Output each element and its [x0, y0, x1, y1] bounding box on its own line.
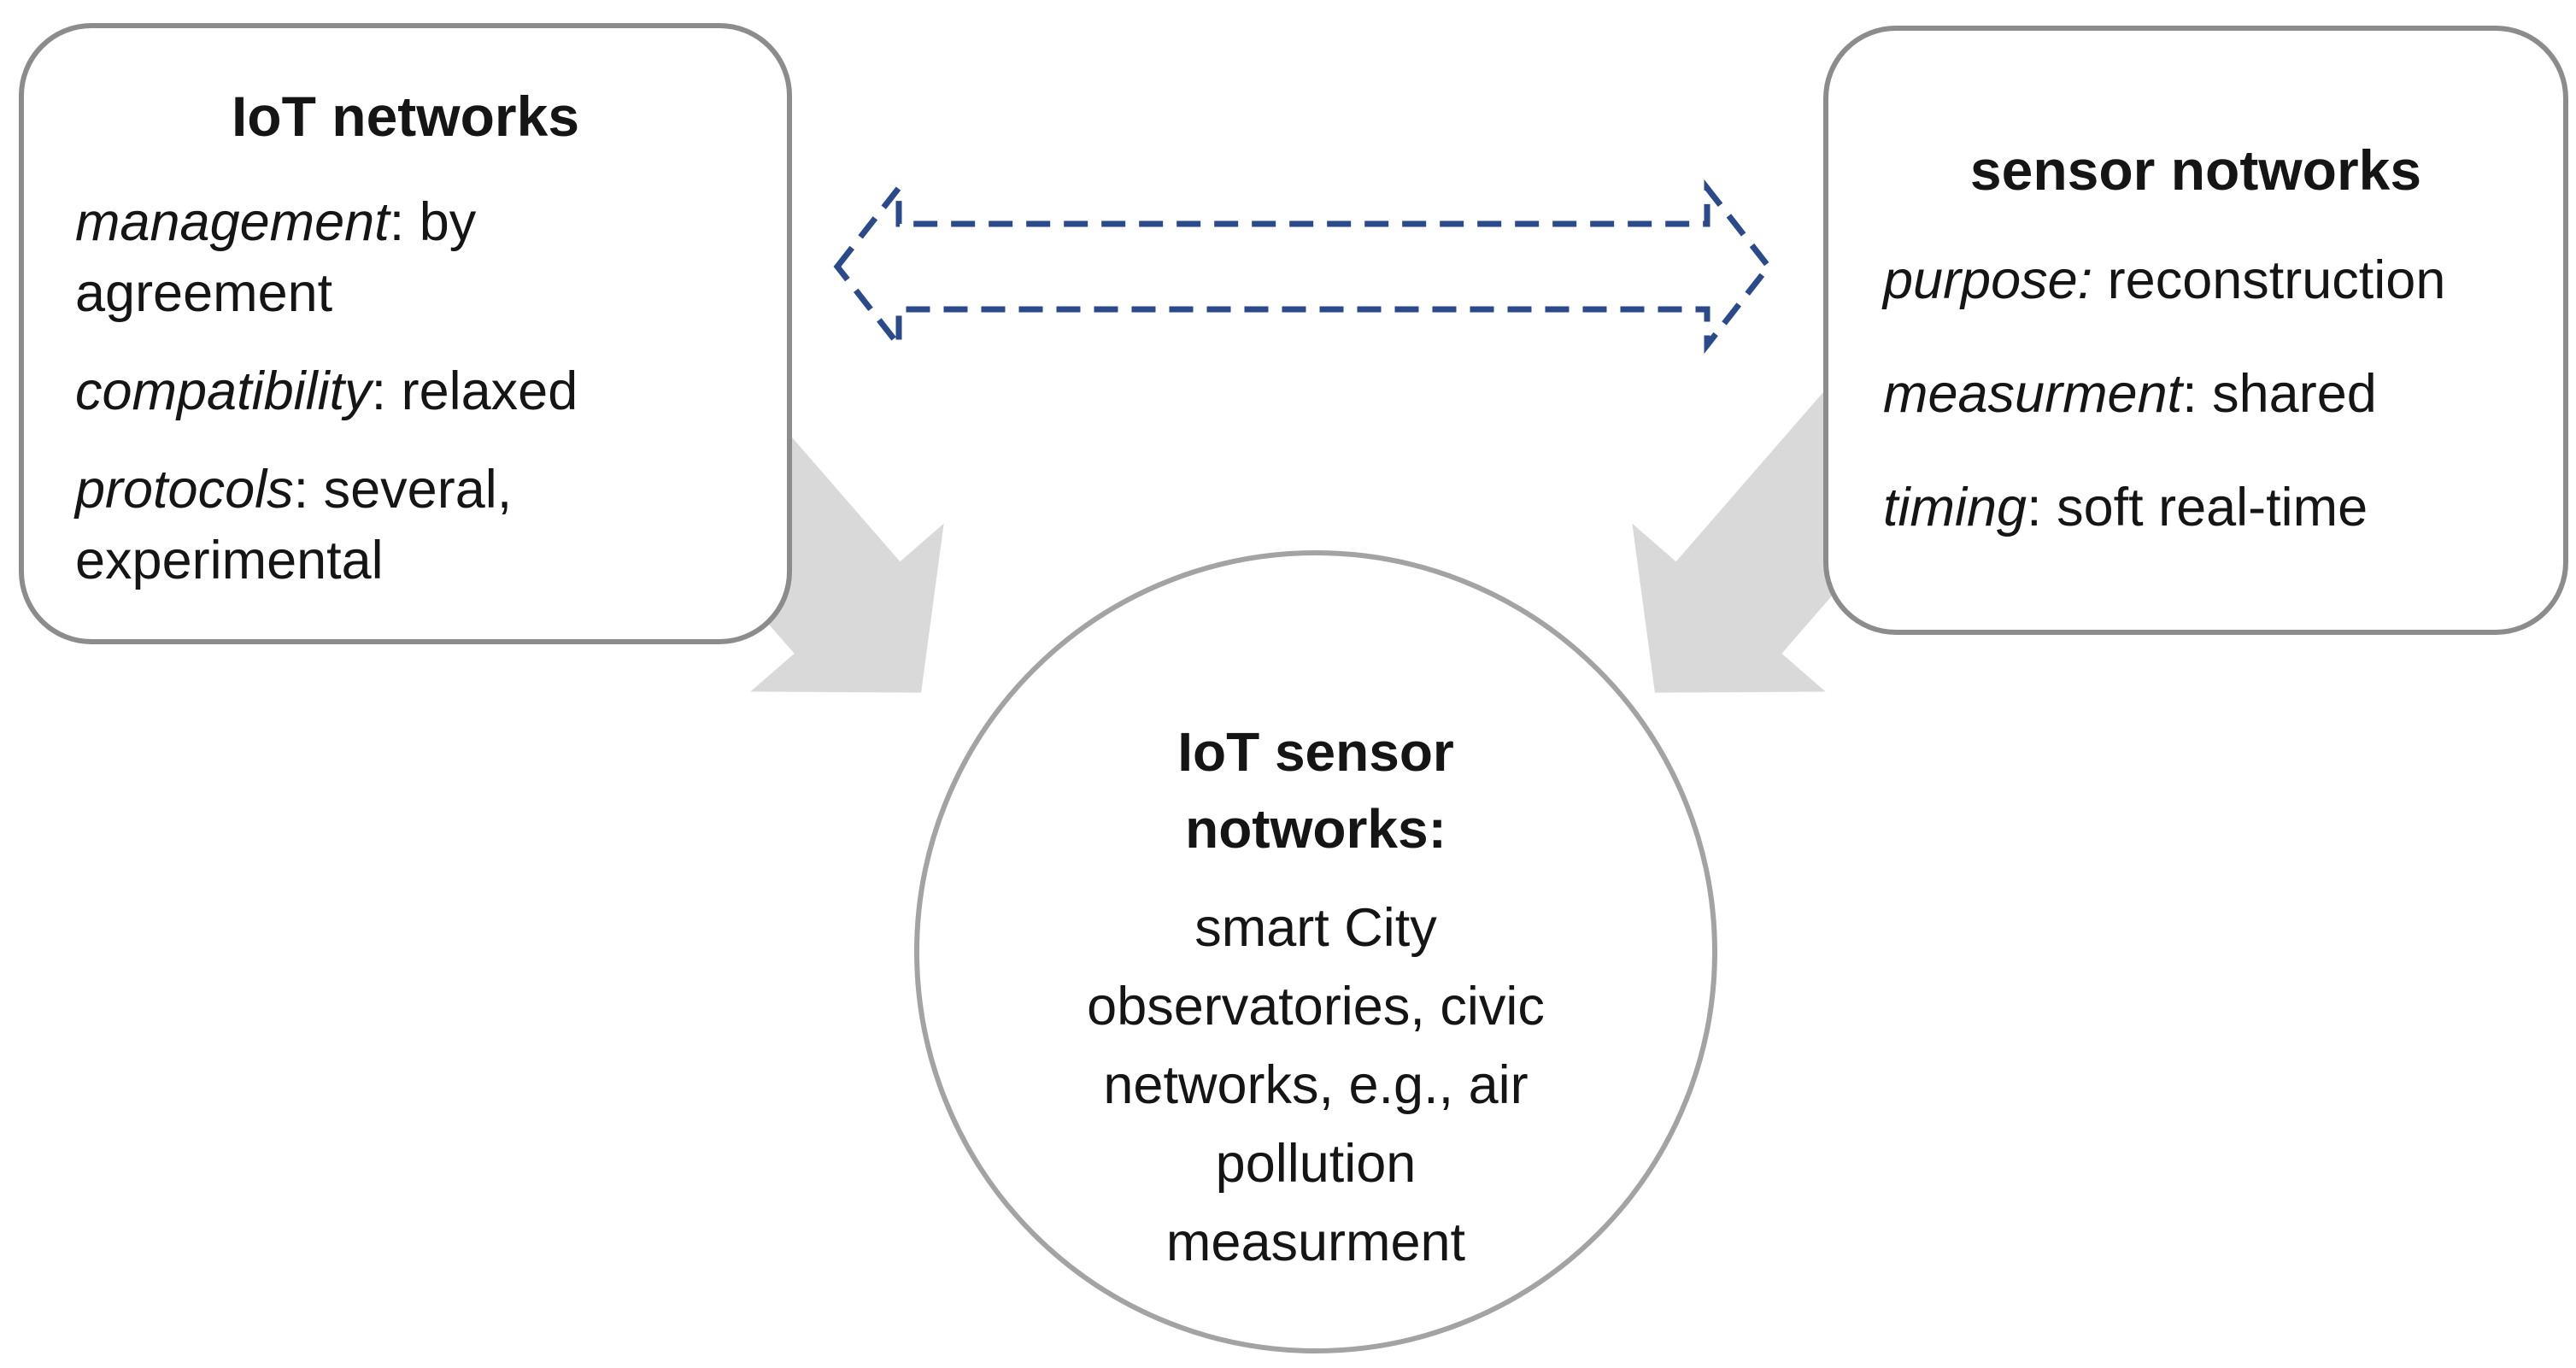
iot-networks-box: IoT networks management: by agreement co… [19, 23, 792, 644]
item-term: purpose: [1883, 250, 2093, 310]
box-item-timing: timing: soft real-time [1883, 473, 2520, 543]
item-text: : soft real-time [2027, 478, 2368, 537]
dashed-double-arrow-icon [833, 179, 1773, 355]
item-text: : by agreement [75, 192, 477, 323]
sensor-networks-box-title: sensor notworks [1969, 138, 2422, 202]
box-item-measurment: measurment: shared [1883, 359, 2520, 430]
iot-networks-box-title: IoT networks [231, 85, 580, 148]
box-item-compatibility: compatibility: relaxed [75, 356, 689, 427]
circle-title: IoT sensor notworks: [1177, 721, 1454, 860]
sensor-networks-box: sensor notworks purpose: reconstruction … [1823, 26, 2568, 635]
item-text: : shared [2182, 364, 2377, 424]
item-term: protocols [75, 460, 294, 520]
box-item-purpose: purpose: reconstruction [1883, 245, 2520, 316]
item-term: management [75, 192, 390, 252]
item-term: measurment [1883, 364, 2183, 424]
item-text: : relaxed [371, 361, 578, 421]
item-term: timing [1883, 478, 2027, 537]
item-text: reconstruction [2092, 250, 2446, 310]
circle-body: smart City observatories, civic networks… [1087, 898, 1545, 1272]
item-text: : several, experimental [75, 460, 513, 590]
iot-sensor-networks-circle: IoT sensor notworks: smart City observat… [914, 550, 1717, 1353]
box-item-management: management: by agreement [75, 187, 689, 329]
item-term: compatibility [75, 361, 372, 421]
box-item-protocols: protocols: several, experimental [75, 455, 689, 596]
